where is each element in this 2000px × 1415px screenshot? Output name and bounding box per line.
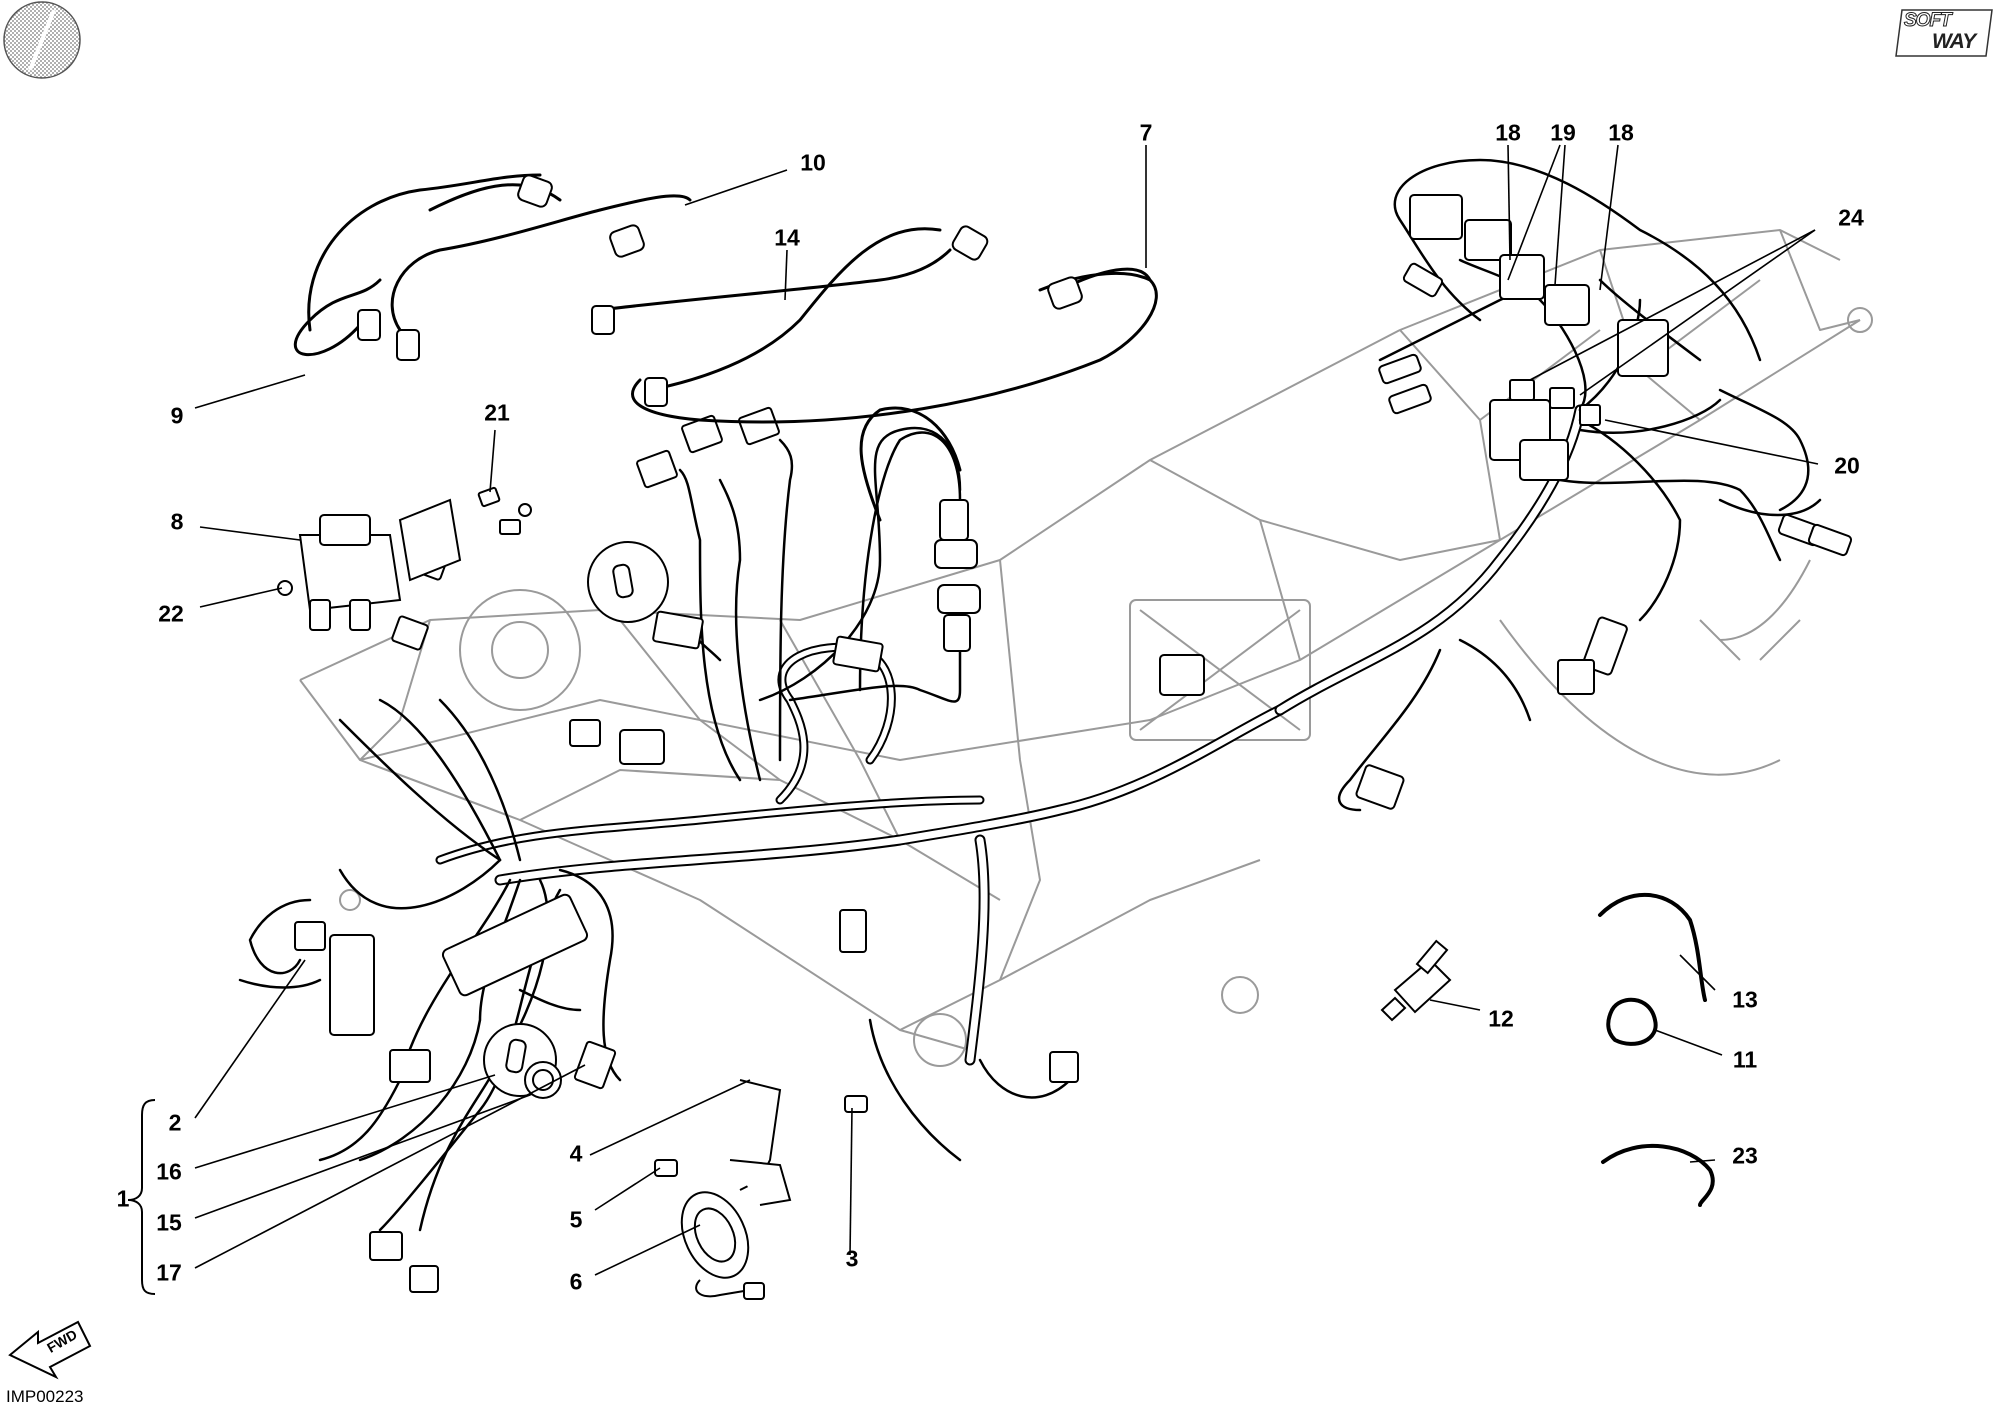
horn-assembly [654,1079,868,1300]
logo-text-soft: SOFT [1904,10,1953,32]
callout-14: 14 [774,224,800,251]
logo-text-way: WAY [1932,30,1976,53]
cable-clips [1598,892,1715,1207]
softway-logo-icon [1895,9,1993,57]
callout-11: 11 [1732,1046,1758,1073]
callout-24: 24 [1838,204,1864,231]
callout-13: 13 [1732,986,1758,1013]
callout-2: 2 [168,1109,182,1136]
ignition-coil [277,486,532,631]
callout-17: 17 [156,1259,182,1286]
callout-22: 22 [158,600,184,627]
callout-10: 10 [800,149,826,176]
callout-15: 15 [156,1209,182,1236]
softway-logo: SOFT WAY [1898,8,1992,56]
callout-16: 16 [156,1158,182,1185]
callout-7: 7 [1139,119,1153,146]
group-bracket [127,1099,156,1295]
leader-lines [194,144,1819,1276]
main-wiring-harness [238,158,1822,1232]
callout-12: 12 [1488,1005,1514,1032]
callout-18-left: 18 [1495,119,1521,146]
callout-23: 23 [1732,1142,1758,1169]
spark-plug [1380,939,1452,1022]
callout-9: 9 [170,402,184,429]
callout-5: 5 [569,1206,583,1233]
spark-plug-leads [293,173,1158,522]
callout-20: 20 [1834,452,1860,479]
callout-21: 21 [484,399,510,426]
harness-connectors [294,194,1853,1293]
manual-emblem-icon [3,1,81,79]
diagram-id: IMP00223 [6,1387,84,1406]
callout-3: 3 [845,1245,859,1272]
detail-insets [483,541,669,1099]
callout-4: 4 [569,1140,583,1167]
callout-8: 8 [170,508,184,535]
callout-group-1: 1 [116,1185,130,1212]
callout-6: 6 [569,1268,583,1295]
callout-18-right: 18 [1608,119,1634,146]
forward-direction-arrow-icon [8,1320,92,1380]
callout-19: 19 [1550,119,1576,146]
plug-cap-connectors [357,174,1083,407]
